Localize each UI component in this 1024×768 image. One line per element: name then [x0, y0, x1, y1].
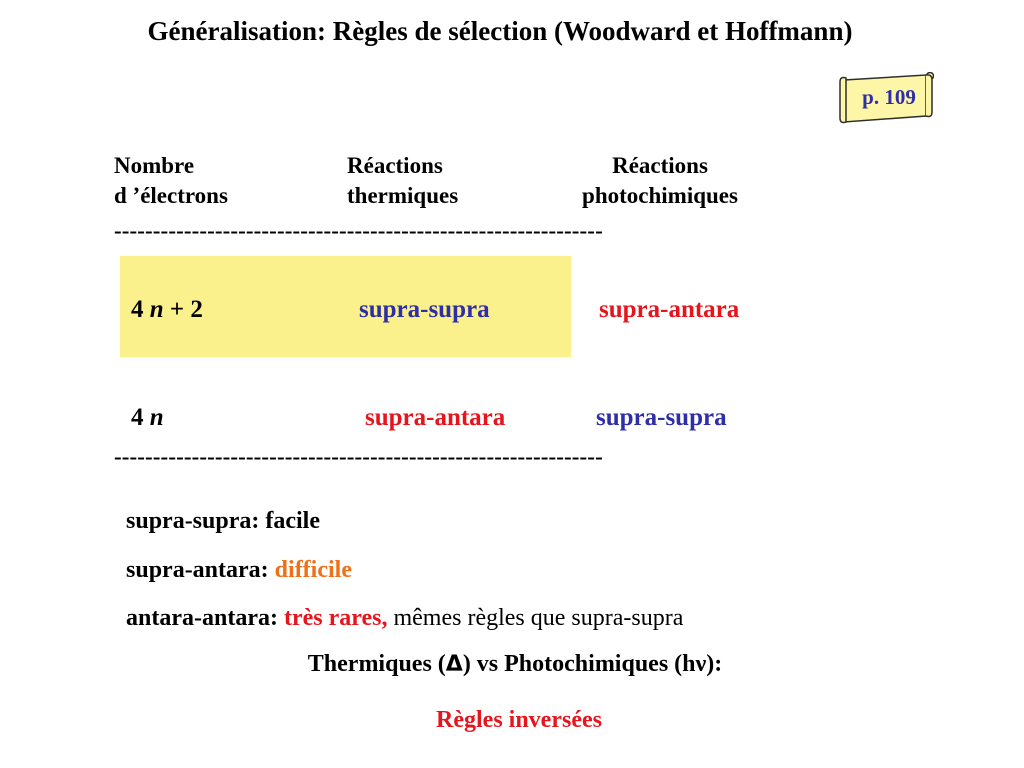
note-supra-antara-label: supra-antara:: [126, 557, 275, 583]
nu-symbol: ν: [695, 651, 707, 677]
thermo-suffix: ):: [706, 651, 723, 677]
highlight-box: [120, 256, 571, 357]
header-col3-line2: photochimiques: [582, 183, 738, 208]
header-col3-line1: Réactions: [612, 153, 708, 178]
row1-count-suffix: + 2: [163, 296, 203, 323]
row2-count-var: n: [149, 404, 164, 431]
scroll-icon: [839, 72, 934, 124]
header-col2-line2: thermiques: [347, 183, 459, 208]
header-col1-line1: Nombre: [114, 153, 195, 178]
note-antara-antara: antara-antara: très rares, mêmes règles …: [126, 603, 683, 633]
note-antara-antara-rest: mêmes règles que supra-supra: [387, 605, 684, 631]
header-photochemical: Réactions photochimiques: [560, 151, 760, 211]
page-reference-scroll: p. 109: [836, 72, 934, 124]
header-col1-line2: d ’électrons: [114, 183, 228, 208]
row1-count-var: n: [149, 296, 164, 323]
row1-photochemical: supra-antara: [599, 296, 740, 323]
note-supra-antara: supra-antara: difficile: [126, 555, 352, 585]
separator-bottom: ----------------------------------------…: [114, 444, 603, 469]
conclusion-rules-inverted: Règles inversées: [436, 707, 602, 733]
row2-photochemical: supra-supra: [596, 404, 727, 431]
header-electron-count: Nombre d ’électrons: [114, 151, 228, 211]
note-antara-antara-label: antara-antara:: [126, 605, 284, 631]
page-reference: p. 109: [862, 85, 916, 109]
thermo-prefix: Thermiques (: [307, 651, 446, 677]
row2-count-prefix: 4: [131, 404, 150, 431]
thermo-middle: ) vs Photochimiques (h: [462, 651, 696, 677]
row2-thermal: supra-antara: [365, 404, 506, 431]
row1-count-prefix: 4: [131, 296, 150, 323]
row1-electron-count: 4 n + 2: [131, 295, 203, 325]
note-antara-antara-value: très rares,: [283, 605, 388, 631]
separator-top: ----------------------------------------…: [114, 218, 603, 243]
header-col2-line1: Réactions: [347, 153, 443, 178]
note-supra-antara-value: difficile: [274, 557, 352, 583]
header-thermal: Réactions thermiques: [347, 151, 458, 211]
delta-symbol: Δ: [445, 652, 463, 677]
thermal-vs-photo-heading: Thermiques (Δ) vs Photochimiques (hν):: [0, 649, 1024, 680]
note-supra-supra: supra-supra: facile: [126, 508, 320, 534]
slide-title: Généralisation: Règles de sélection (Woo…: [147, 16, 853, 46]
row2-electron-count: 4 n: [131, 403, 164, 433]
row1-thermal: supra-supra: [359, 296, 490, 323]
